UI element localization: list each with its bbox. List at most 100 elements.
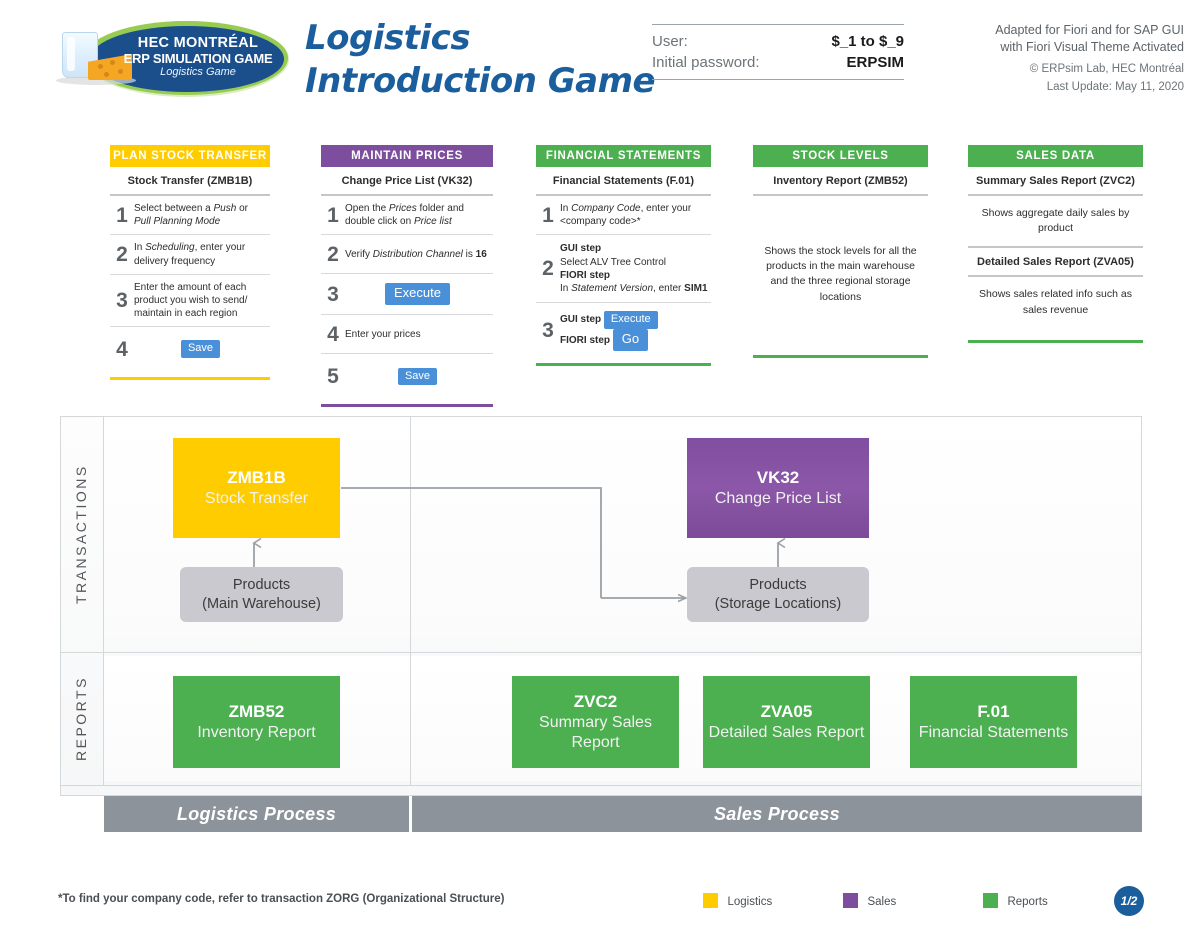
card-title: STOCK LEVELS — [753, 145, 928, 167]
step-row: 1 In Company Code, enter your <company c… — [536, 196, 711, 236]
step-row: 2 In Scheduling, enter your delivery fre… — [110, 235, 270, 275]
card-accent-rule — [110, 377, 270, 381]
legend-label-reports: Reports — [1007, 896, 1048, 908]
products-main-warehouse-line1: Products — [232, 576, 291, 593]
step-row: 1 Open the Prices folder and double clic… — [321, 196, 493, 236]
process-diagram: TRANSACTIONS REPORTS ZMB1B Stock Transfe… — [60, 416, 1142, 832]
box-zmb1b-name: Stock Transfer — [204, 489, 309, 507]
page-title-line-1: Logistics — [305, 18, 471, 58]
card-plan-stock-transfer: PLAN STOCK TRANSFER Stock Transfer (ZMB1… — [110, 145, 270, 381]
column-divider — [410, 416, 411, 786]
step-row: 2 Verify Distribution Channel is 16 — [321, 235, 493, 275]
step-number: 2 — [542, 257, 554, 281]
card-steps: 1 In Company Code, enter your <company c… — [536, 196, 711, 359]
save-button[interactable]: Save — [397, 367, 438, 386]
box-f01[interactable]: F.01 Financial Statements — [910, 676, 1077, 768]
card-subtitle: Summary Sales Report (ZVC2) — [968, 167, 1143, 196]
step-row: 1 Select between a Push or Pull Planning… — [110, 196, 270, 236]
password-label: Initial password: — [652, 54, 760, 71]
password-value: ERPSIM — [846, 54, 904, 71]
credit-line-2: with Fiori Visual Theme Activated — [1000, 39, 1184, 54]
step-number: 1 — [542, 203, 554, 227]
process-bar-logistics-label: Logistics Process — [176, 803, 337, 824]
card-stock-levels: STOCK LEVELS Inventory Report (ZMB52) Sh… — [753, 145, 928, 358]
box-zva05-name: Detailed Sales Report — [708, 723, 865, 741]
legend-swatch-logistics — [703, 893, 718, 908]
card-title: MAINTAIN PRICES — [321, 145, 493, 167]
legend-swatch-sales — [843, 893, 858, 908]
box-zva05[interactable]: ZVA05 Detailed Sales Report — [703, 676, 870, 768]
execute-button[interactable]: Execute — [385, 283, 450, 306]
step-text: Enter your prices — [345, 328, 421, 340]
card-accent-rule — [536, 362, 711, 366]
save-button[interactable]: Save — [180, 340, 221, 359]
card-spacer — [753, 196, 928, 234]
card-sales-data: SALES DATA Summary Sales Report (ZVC2) S… — [968, 145, 1143, 343]
step-text: In Scheduling, enter your delivery frequ… — [134, 242, 246, 267]
card-blurb: Shows aggregate daily sales by product — [981, 207, 1130, 235]
credentials-top-rule — [652, 24, 904, 25]
step-text: Open the Prices folder and double click … — [345, 203, 464, 228]
process-bar-sales-label: Sales Process — [714, 803, 840, 824]
step-text: Enter the amount of each product you wis… — [134, 281, 248, 320]
step-number: 3 — [116, 289, 128, 313]
box-zvc2[interactable]: ZVC2 Summary Sales Report — [512, 676, 679, 768]
box-zvc2-code: ZVC2 — [573, 692, 618, 712]
box-f01-name: Financial Statements — [918, 723, 1069, 741]
card-accent-rule — [968, 339, 1143, 343]
credentials-bottom-rule — [652, 79, 904, 80]
credentials-box: User: $_1 to $_9 Initial password: ERPSI… — [652, 24, 904, 80]
products-storage-locations-line2: (Storage Locations) — [714, 595, 842, 612]
hec-montreal-logo: HEC MONTRÉAL ERP SIMULATION GAME Logisti… — [52, 16, 288, 100]
box-zmb1b[interactable]: ZMB1B Stock Transfer — [173, 438, 340, 538]
box-zvc2-name: Summary Sales Report — [539, 713, 652, 751]
page-title-line-2: Introduction Game — [305, 60, 656, 101]
box-products-storage-locations: Products (Storage Locations) — [687, 567, 869, 622]
step-row: 5 Save — [321, 354, 493, 400]
card-accent-rule — [753, 354, 928, 358]
step-text: Verify Distribution Channel is 16 — [345, 248, 487, 260]
legend-swatch-reports — [983, 893, 998, 908]
box-zmb1b-code: ZMB1B — [227, 468, 286, 488]
step-row: 3 Enter the amount of each product you w… — [110, 275, 270, 328]
box-vk32-name: Change Price List — [714, 489, 842, 507]
page-header: HEC MONTRÉAL ERP SIMULATION GAME Logisti… — [0, 0, 1200, 120]
card-subtitle: Stock Transfer (ZMB1B) — [110, 167, 270, 196]
card-title: PLAN STOCK TRANSFER — [110, 145, 270, 167]
box-vk32[interactable]: VK32 Change Price List — [687, 438, 869, 538]
box-products-main-warehouse: Products (Main Warehouse) — [180, 567, 343, 622]
logo-line-2: ERP SIMULATION GAME — [123, 50, 273, 66]
rowlabel-divider — [103, 416, 104, 786]
step-text: Save — [345, 367, 493, 386]
process-bar-logistics: Logistics Process — [104, 796, 409, 832]
card-financial-statements: FINANCIAL STATEMENTS Financial Statement… — [536, 145, 711, 366]
step-text: Execute — [345, 283, 493, 306]
logo-line-3: Logistics Game — [160, 65, 236, 78]
step-number: 2 — [327, 242, 339, 266]
card-steps: 1 Open the Prices folder and double clic… — [321, 196, 493, 400]
card-blurb-2: Shows sales related info such as sales r… — [979, 288, 1132, 316]
step-text: In Company Code, enter your <company cod… — [560, 203, 692, 228]
page-title: Logistics Introduction Game — [305, 17, 656, 102]
copyright-text: © ERPsim Lab, HEC Montréal — [1029, 63, 1184, 75]
legend-label-logistics: Logistics — [727, 896, 773, 908]
card-subtitle: Change Price List (VK32) — [321, 167, 493, 196]
legend-label-sales: Sales — [867, 896, 897, 908]
credit-line-1: Adapted for Fiori and for SAP GUI — [995, 23, 1184, 37]
card-subtitle: Inventory Report (ZMB52) — [753, 167, 928, 196]
step-number: 2 — [116, 243, 128, 267]
user-value: $_1 to $_9 — [831, 33, 904, 50]
legend-item-sales: Sales — [843, 892, 896, 910]
last-update-text: Last Update: May 11, 2020 — [1046, 81, 1184, 94]
logo-line-1: HEC MONTRÉAL — [137, 35, 259, 51]
logo-wordmark: HEC MONTRÉAL ERP SIMULATION GAME Logisti… — [118, 35, 278, 79]
card-maintain-prices: MAINTAIN PRICES Change Price List (VK32)… — [321, 145, 493, 408]
products-storage-locations-line1: Products — [749, 576, 807, 593]
step-row: 3 Execute — [321, 274, 493, 316]
box-zmb52[interactable]: ZMB52 Inventory Report — [173, 676, 340, 768]
user-row: User: $_1 to $_9 — [652, 31, 904, 52]
